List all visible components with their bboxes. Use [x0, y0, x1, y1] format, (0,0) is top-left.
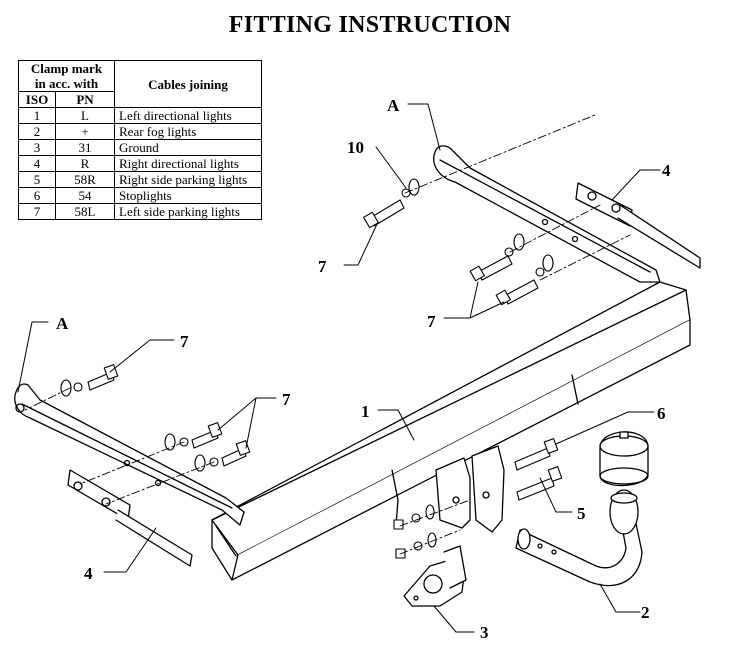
callout-a-top: A: [387, 96, 400, 115]
callout-2: 2: [641, 603, 650, 622]
callout-7-right: 7: [427, 312, 436, 331]
bolt-upper-right-2: [495, 254, 554, 306]
leader-lines: [17, 103, 661, 633]
iso-cell: 7: [18, 203, 56, 220]
callout-10: 10: [347, 138, 364, 157]
page-title: FITTING INSTRUCTION: [228, 12, 512, 38]
desc-cell: Right directional lights: [114, 155, 262, 172]
bolt-left-2: [164, 422, 223, 451]
callout-5: 5: [577, 504, 586, 523]
pn-cell: 31: [55, 139, 115, 156]
header-cables-joining: Cables joining: [114, 60, 262, 108]
center-lines: [24, 114, 631, 555]
callout-7-left: 7: [180, 332, 189, 351]
cable-legend-table: Clamp mark in acc. with Cables joining I…: [18, 60, 262, 220]
bolt-top-10: [363, 178, 420, 229]
bolt-upper-right-1: [469, 233, 525, 282]
cross-beam: [211, 281, 691, 581]
bolt-left-1: [60, 364, 119, 397]
ball-mount-flanges: [435, 445, 505, 533]
pn-cell: 58L: [55, 203, 115, 220]
bolts-5-6: [514, 438, 563, 501]
callout-1: 1: [361, 402, 370, 421]
callout-7-middle: 7: [282, 390, 291, 409]
socket-mounting-plate: [403, 545, 467, 607]
desc-cell: Ground: [114, 139, 262, 156]
callout-6: 6: [657, 404, 666, 423]
bolt-sets: [60, 178, 554, 472]
header-clamp-line2: in acc. with: [34, 76, 99, 91]
desc-cell: Left side parking lights: [114, 203, 262, 220]
header-clamp-mark: Clamp mark in acc. with: [18, 60, 115, 92]
ball-cap: [599, 431, 649, 487]
desc-cell: Right side parking lights: [114, 171, 262, 188]
callout-3: 3: [480, 623, 489, 642]
nuts-washers: [393, 504, 437, 559]
right-clamp-plate: [575, 182, 701, 269]
callout-labels: A A 10 4 7 7 7 7 1 6 5 4 3 2: [56, 96, 671, 642]
callout-4-top: 4: [662, 161, 671, 180]
header-clamp-line1: Clamp mark: [30, 61, 103, 76]
header-pn: PN: [55, 91, 115, 108]
callout-7-top: 7: [318, 257, 327, 276]
callout-a-left: A: [56, 314, 69, 333]
callout-4-bottom: 4: [84, 564, 93, 583]
pn-cell: 54: [55, 187, 115, 204]
desc-cell: Stoplights: [114, 187, 262, 204]
left-side-bracket: [14, 383, 245, 526]
tow-ball-neck: [515, 489, 643, 587]
